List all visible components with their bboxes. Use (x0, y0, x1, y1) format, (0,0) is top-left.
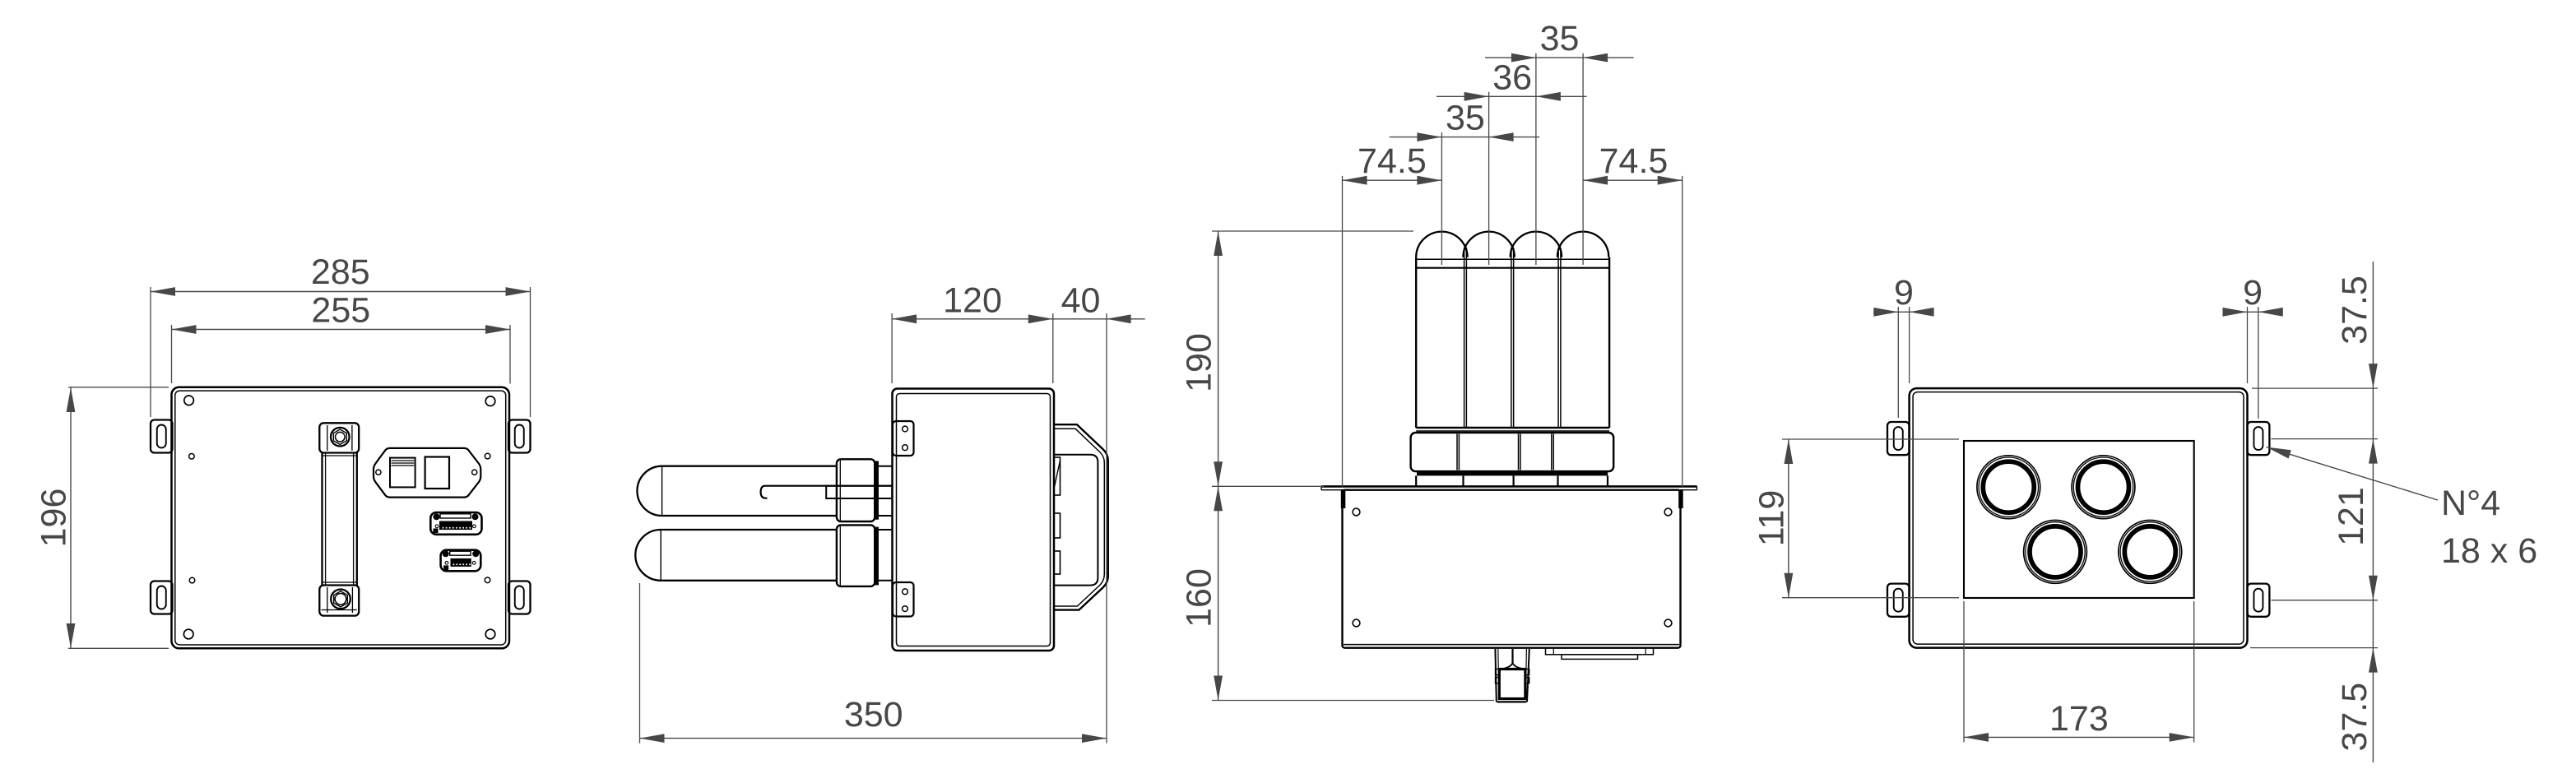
svg-text:9: 9 (1894, 273, 1914, 313)
svg-text:190: 190 (1180, 333, 1219, 392)
svg-text:255: 255 (311, 291, 370, 331)
svg-text:N°4: N°4 (2441, 484, 2500, 523)
svg-text:120: 120 (943, 281, 1002, 321)
svg-text:74.5: 74.5 (1599, 141, 1669, 181)
svg-text:35: 35 (1446, 99, 1485, 138)
svg-text:40: 40 (1061, 281, 1101, 321)
svg-text:196: 196 (35, 489, 74, 548)
svg-text:121: 121 (2332, 487, 2371, 546)
svg-text:285: 285 (311, 253, 370, 292)
svg-text:350: 350 (844, 695, 903, 734)
svg-text:37.5: 37.5 (2335, 683, 2374, 752)
svg-text:119: 119 (1752, 490, 1792, 547)
svg-text:18 x 6: 18 x 6 (2441, 531, 2537, 571)
svg-text:173: 173 (2049, 699, 2109, 739)
svg-text:74.5: 74.5 (1358, 141, 1427, 181)
svg-text:9: 9 (2243, 273, 2263, 313)
svg-text:160: 160 (1180, 568, 1219, 628)
svg-text:36: 36 (1492, 58, 1532, 97)
svg-text:37.5: 37.5 (2335, 276, 2374, 345)
svg-text:35: 35 (1540, 19, 1580, 58)
